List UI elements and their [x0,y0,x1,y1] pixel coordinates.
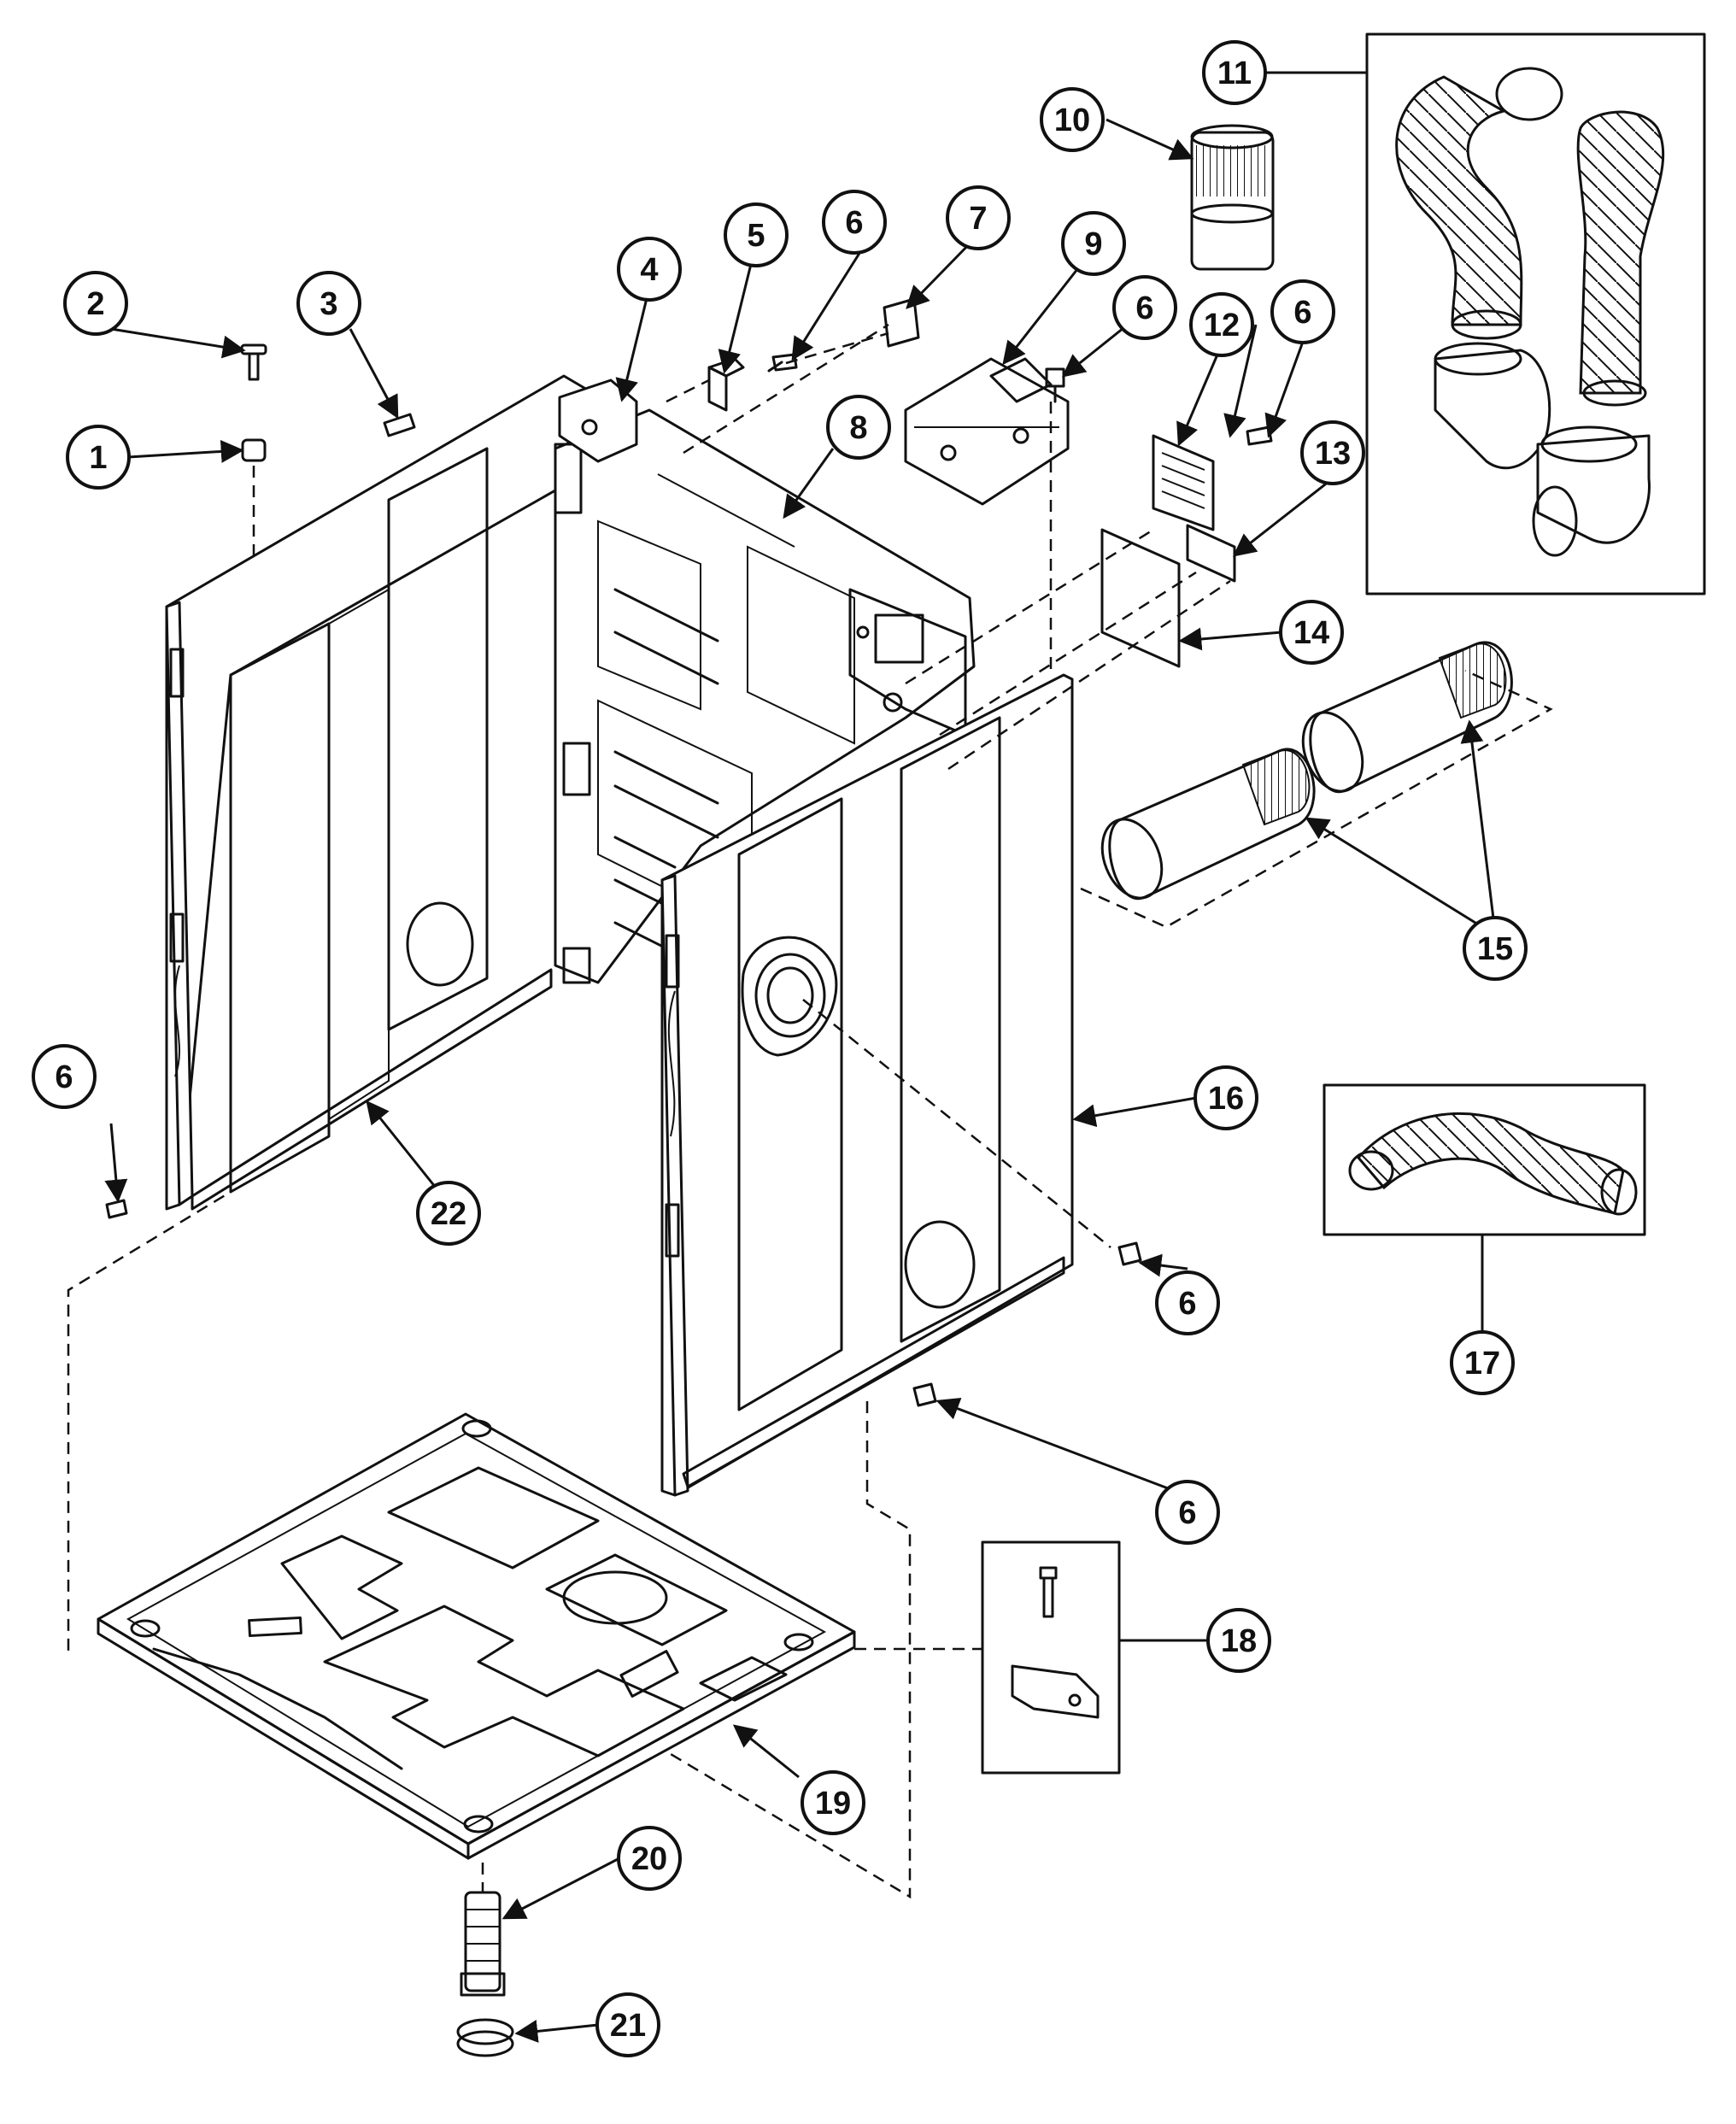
exhaust-duct [1190,124,1275,271]
leg-nut [456,2018,514,2057]
duct-pipe-left [1100,748,1316,901]
duct-pipe-right [1301,641,1513,794]
callout-6-a: 6 [822,190,887,255]
callout-22-label: 22 [431,1196,466,1232]
callout-19: 19 [801,1770,865,1835]
callout-6-f: 6 [1155,1480,1220,1545]
screw-right-bottom [1117,1241,1142,1266]
callout-2: 2 [63,271,128,336]
leveling-leg [460,1863,506,1997]
callout-21-label: 21 [610,2008,646,2044]
callout-20-label: 20 [631,1841,667,1877]
screw-top [767,353,798,373]
left-side-panel [165,374,638,1211]
callout-16: 16 [1194,1065,1258,1130]
callout-11-label: 11 [1217,56,1252,91]
top-screw [240,343,267,381]
right-side-panel [660,673,1074,1497]
callout-15-label: 15 [1477,931,1513,967]
callout-6-b: 6 [1112,275,1177,340]
callout-3-label: 3 [320,286,337,322]
callout-12-label: 12 [1204,308,1240,343]
callout-4: 4 [617,237,682,302]
callout-7-label: 7 [969,201,987,237]
callout-19-label: 19 [815,1786,851,1822]
vent-grille [1152,434,1215,531]
screw-front-bottom [912,1382,937,1407]
label-plate [883,297,920,348]
callout-3: 3 [296,271,361,336]
callout-8-label: 8 [849,410,867,446]
callout-5-label: 5 [747,218,765,254]
screw-9 [1045,367,1065,403]
callout-18: 18 [1206,1608,1271,1673]
callout-6-c: 6 [1270,279,1335,344]
hose-kit-box [1365,32,1706,596]
callout-14-label: 14 [1293,615,1329,651]
callout-9-label: 9 [1084,226,1102,262]
callout-9: 9 [1061,211,1126,276]
fastener-kit-box [981,1540,1121,1775]
callout-6-e: 6 [1155,1270,1220,1335]
callout-5: 5 [724,202,789,267]
callout-20: 20 [617,1826,682,1891]
callout-6-d-label: 6 [55,1059,73,1095]
callout-14: 14 [1279,600,1344,665]
screw-left-bottom [105,1199,128,1219]
callout-22: 22 [416,1181,481,1246]
callout-13-label: 13 [1315,436,1351,472]
callout-21: 21 [595,1992,660,2057]
callout-8: 8 [826,395,891,460]
base-pan [97,1412,856,1860]
callout-7: 7 [946,185,1011,250]
callout-4-label: 4 [640,252,658,288]
callout-6-f-label: 6 [1178,1495,1196,1531]
access-cover [1100,528,1181,668]
callout-6-b-label: 6 [1135,290,1153,326]
mounting-bracket [904,357,1070,506]
callout-16-label: 16 [1208,1081,1244,1117]
callout-1-label: 1 [89,440,107,476]
callout-6-d: 6 [32,1044,97,1109]
callout-17: 17 [1450,1330,1515,1395]
cover-plate [1186,524,1236,583]
pad [383,413,416,437]
callout-15: 15 [1463,916,1528,981]
callout-18-label: 18 [1221,1623,1257,1659]
flex-hose-box [1323,1083,1646,1236]
callout-6-a-label: 6 [845,205,863,241]
callout-6-e-label: 6 [1178,1286,1196,1322]
callout-13: 13 [1300,420,1365,485]
callout-17-label: 17 [1464,1346,1500,1382]
screw-12 [1246,425,1273,446]
callout-12: 12 [1189,292,1254,357]
callout-11: 11 [1202,40,1267,105]
callout-1: 1 [66,425,131,490]
top-nut [241,438,267,462]
callout-10: 10 [1040,87,1105,152]
callout-2-label: 2 [86,286,104,322]
callout-6-c-label: 6 [1293,295,1311,331]
callout-10-label: 10 [1054,103,1090,138]
